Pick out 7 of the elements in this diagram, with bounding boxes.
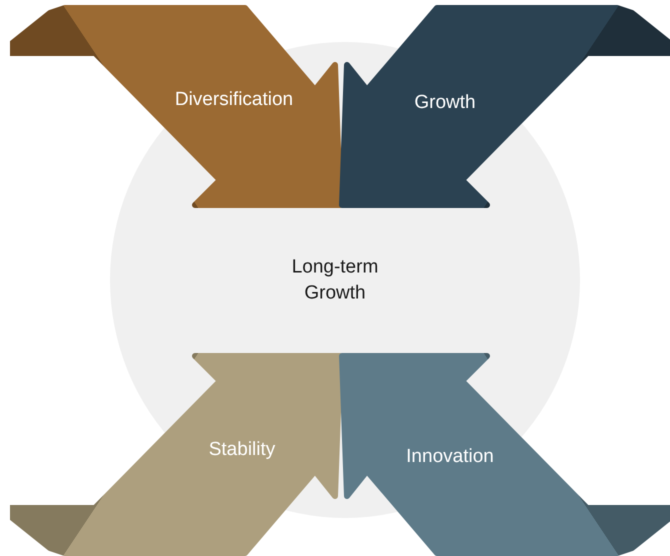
arrow-label: Growth — [414, 91, 476, 116]
arrow-label: Diversification — [174, 88, 294, 112]
arrow-label: Innovation — [406, 445, 494, 470]
arrow-shape — [337, 351, 670, 556]
arrow-shape — [337, 5, 670, 210]
arrow-label: Stability — [208, 438, 276, 462]
center-label: Long-term Growth — [290, 255, 380, 305]
